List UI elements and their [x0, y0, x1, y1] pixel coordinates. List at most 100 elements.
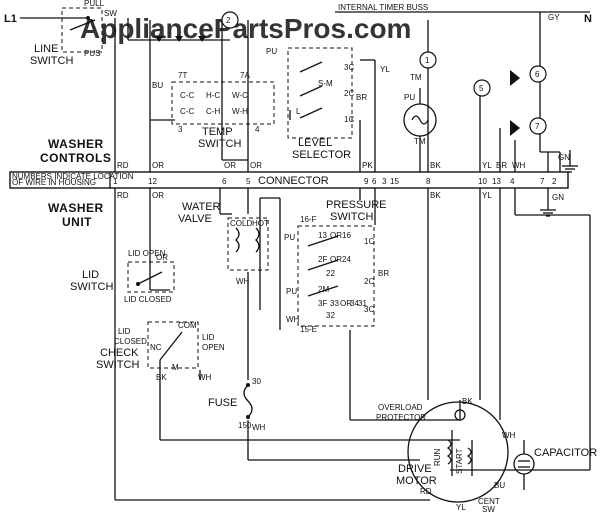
timer-cam-1-label: 1	[425, 56, 430, 65]
svg-text:NUMBERS INDICATE LOCATION: NUMBERS INDICATE LOCATION	[12, 172, 134, 181]
svg-text:COLD: COLD	[230, 219, 252, 228]
svg-text:YL: YL	[482, 161, 492, 170]
svg-text:RUN: RUN	[433, 448, 442, 466]
svg-text:OR: OR	[152, 161, 164, 170]
svg-text:2C: 2C	[364, 277, 374, 286]
svg-text:WH: WH	[502, 431, 516, 440]
svg-text:OR: OR	[152, 191, 164, 200]
timer-cam-5-label: 5	[479, 84, 484, 93]
svg-text:1: 1	[113, 177, 118, 186]
l1-label: L1	[4, 13, 17, 25]
svg-text:150: 150	[238, 421, 252, 430]
svg-text:7: 7	[540, 177, 545, 186]
svg-text:LID: LID	[118, 327, 131, 336]
svg-text:6: 6	[372, 177, 377, 186]
timer-cam-2-label: 2	[226, 16, 231, 25]
svg-text:OPEN: OPEN	[202, 343, 225, 352]
sw-label: SW	[104, 9, 117, 18]
timer-cam-7-label: 6	[535, 70, 540, 79]
drive-motor: RUN START OVERLOAD PROTECTOR CENT SW DRI…	[376, 397, 516, 514]
svg-text:OR: OR	[330, 255, 342, 264]
svg-text:3C: 3C	[364, 305, 374, 314]
svg-text:OF WIRE IN HOUSING: OF WIRE IN HOUSING	[12, 178, 96, 187]
svg-text:BU: BU	[494, 481, 505, 490]
svg-text:HOT: HOT	[252, 219, 269, 228]
svg-text:1C: 1C	[344, 115, 354, 124]
svg-text:7A: 7A	[240, 71, 250, 80]
svg-text:PROTECTOR: PROTECTOR	[376, 413, 426, 422]
svg-text:C-H: C-H	[206, 107, 220, 116]
svg-text:YL: YL	[456, 503, 466, 512]
push-label: PUS	[84, 49, 100, 58]
gy-label: GY	[548, 13, 560, 22]
svg-text:GN: GN	[552, 193, 564, 202]
svg-text:2C: 2C	[344, 89, 354, 98]
water-valve-label-2: VALVE	[178, 213, 212, 225]
svg-text:BR: BR	[378, 269, 389, 278]
temp-switch: C-C H-C W-C C-C C-H W-H 7T 7A 3 4 TEMP S…	[171, 71, 275, 150]
svg-text:16-F: 16-F	[300, 215, 317, 224]
svg-text:BK: BK	[430, 191, 441, 200]
capacitor: CAPACITOR	[513, 440, 597, 490]
timer-motor: TM	[403, 88, 437, 172]
fuse: FUSE 30 150	[208, 377, 261, 430]
svg-text:OR: OR	[156, 253, 168, 262]
svg-text:WH: WH	[512, 161, 526, 170]
timer-cam-6	[529, 117, 547, 135]
drive-motor-label-2: MOTOR	[396, 475, 437, 487]
level-selector: 3C 2C 1C S-M L LEVEL SELECTOR	[287, 47, 354, 161]
capacitor-label: CAPACITOR	[534, 447, 597, 459]
svg-text:5: 5	[246, 177, 251, 186]
lid-switch-label-2: SWITCH	[70, 281, 113, 293]
svg-text:GN: GN	[558, 153, 570, 162]
svg-text:C-C: C-C	[180, 107, 194, 116]
svg-text:PU: PU	[266, 47, 277, 56]
svg-text:OR: OR	[330, 231, 342, 240]
svg-text:13: 13	[492, 177, 501, 186]
svg-text:15-E: 15-E	[300, 325, 317, 334]
watermark: AppliancePartsPros.com	[80, 13, 411, 44]
svg-text:34: 34	[350, 299, 359, 308]
section-washer-unit-2: UNIT	[62, 215, 92, 229]
svg-text:S-M: S-M	[318, 79, 333, 88]
section-washer-controls-2: CONTROLS	[40, 151, 111, 165]
water-valve: COLD HOT WATER VALVE	[178, 201, 269, 271]
fuse-label: FUSE	[208, 397, 237, 409]
svg-text:YL: YL	[482, 191, 492, 200]
svg-text:CENT: CENT	[478, 497, 500, 506]
lower-wires	[114, 188, 591, 501]
svg-text:SW: SW	[482, 505, 495, 514]
level-selector-label-2: SELECTOR	[292, 149, 351, 161]
svg-text:4: 4	[510, 177, 515, 186]
svg-text:LID OPEN: LID OPEN	[128, 249, 166, 258]
svg-text:7T: 7T	[178, 71, 187, 80]
lid-switch-label-1: LID	[82, 269, 99, 281]
temp-switch-label-1: TEMP	[202, 126, 233, 138]
svg-text:9: 9	[364, 177, 369, 186]
svg-text:WH: WH	[198, 373, 212, 382]
svg-text:W-H: W-H	[232, 107, 248, 116]
svg-text:RD: RD	[117, 191, 129, 200]
svg-text:2: 2	[552, 177, 557, 186]
timer-contacts: 2 1 5 7 6 TM	[128, 11, 547, 136]
svg-text:12: 12	[148, 177, 157, 186]
connector-label: CONNECTOR	[258, 175, 329, 187]
svg-text:BK: BK	[462, 397, 473, 406]
svg-text:32: 32	[326, 311, 335, 320]
svg-text:WH: WH	[252, 423, 266, 432]
svg-text:4: 4	[255, 125, 260, 134]
line-switch-label-2: SWITCH	[30, 55, 73, 67]
level-selector-label-1: LEVEL	[298, 137, 332, 149]
line-switch-label-1: LINE	[34, 43, 58, 55]
svg-text:BK: BK	[430, 161, 441, 170]
pressure-switch-label-1: PRESSURE	[326, 199, 387, 211]
svg-text:NC: NC	[150, 343, 162, 352]
connector-bar: NUMBERS INDICATE LOCATION OF WIRE IN HOU…	[9, 171, 569, 189]
svg-text:24: 24	[342, 255, 351, 264]
svg-text:PU: PU	[284, 233, 295, 242]
svg-text:YL: YL	[380, 65, 390, 74]
svg-text:LID: LID	[202, 333, 215, 342]
section-washer-unit-1: WASHER	[48, 201, 104, 215]
svg-text:BK: BK	[156, 373, 167, 382]
svg-text:WH: WH	[286, 315, 300, 324]
